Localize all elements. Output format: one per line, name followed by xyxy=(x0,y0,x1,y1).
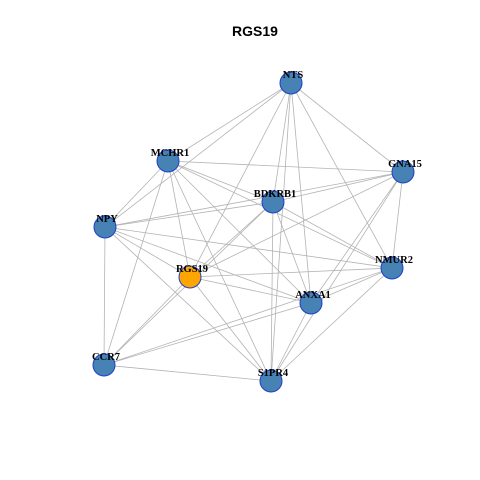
edge-mchr1-bdkrb1 xyxy=(167,160,274,203)
node-label-rgs19: RGS19 xyxy=(176,264,208,275)
node-mchr1 xyxy=(156,149,180,173)
node-npy xyxy=(93,215,117,239)
edge-nts-mchr1 xyxy=(167,82,292,162)
edge-nts-nmur2 xyxy=(290,82,393,269)
edge-mchr1-ccr7 xyxy=(103,160,169,366)
node-label-nmur2: NMUR2 xyxy=(375,255,413,266)
edge-gna15-s1pr4 xyxy=(270,171,404,382)
node-bdkrb1 xyxy=(261,190,285,214)
edge-mchr1-nmur2 xyxy=(167,160,393,269)
edge-npy-rgs19 xyxy=(104,226,191,278)
node-label-s1pr4: S1PR4 xyxy=(258,368,289,379)
edge-npy-ccr7 xyxy=(103,226,106,366)
edge-bdkrb1-nmur2 xyxy=(272,201,393,269)
node-gna15 xyxy=(391,160,415,184)
edge-mchr1-rgs19 xyxy=(167,160,191,278)
edge-gna15-nmur2 xyxy=(391,171,404,269)
edge-gna15-npy xyxy=(104,171,404,228)
edge-anxa1-s1pr4 xyxy=(270,302,312,382)
node-ccr7 xyxy=(92,353,116,377)
node-label-bdkrb1: BDKRB1 xyxy=(254,189,297,200)
edge-bdkrb1-npy xyxy=(104,201,274,228)
edge-mchr1-s1pr4 xyxy=(167,160,272,382)
node-label-gna15: GNA15 xyxy=(388,159,422,170)
edge-rgs19-ccr7 xyxy=(103,276,191,366)
edge-anxa1-ccr7 xyxy=(103,302,312,366)
edge-nmur2-s1pr4 xyxy=(270,267,393,382)
edge-nts-gna15 xyxy=(290,82,404,173)
edge-nts-anxa1 xyxy=(290,82,312,304)
edge-gna15-bdkrb1 xyxy=(272,171,404,203)
node-label-mchr1: MCHR1 xyxy=(151,148,190,159)
edge-rgs19-nmur2 xyxy=(189,267,393,278)
node-s1pr4 xyxy=(259,369,283,393)
node-label-anxa1: ANXA1 xyxy=(295,290,331,301)
edge-mchr1-npy xyxy=(104,160,169,228)
edge-ccr7-s1pr4 xyxy=(103,364,272,382)
edge-rgs19-anxa1 xyxy=(189,276,312,304)
edge-nts-rgs19 xyxy=(189,82,292,278)
edge-bdkrb1-s1pr4 xyxy=(270,201,274,382)
edge-npy-anxa1 xyxy=(104,226,312,304)
edge-nmur2-anxa1 xyxy=(310,267,393,304)
edge-nts-bdkrb1 xyxy=(272,82,292,203)
node-anxa1 xyxy=(299,291,323,315)
node-rgs19 xyxy=(178,265,202,289)
edge-bdkrb1-anxa1 xyxy=(272,201,312,304)
edge-nmur2-ccr7 xyxy=(103,267,393,366)
edge-nts-npy xyxy=(104,82,292,228)
edge-gna15-anxa1 xyxy=(310,171,404,304)
node-nts xyxy=(279,71,303,95)
graph-title: RGS19 xyxy=(232,23,278,39)
edge-mchr1-gna15 xyxy=(167,160,404,173)
node-nmur2 xyxy=(380,256,404,280)
edge-npy-s1pr4 xyxy=(104,226,272,382)
edge-rgs19-s1pr4 xyxy=(189,276,272,382)
node-label-ccr7: CCR7 xyxy=(92,352,120,363)
edge-layer xyxy=(103,82,404,382)
node-layer xyxy=(92,71,415,393)
edge-npy-nmur2 xyxy=(104,226,393,269)
node-label-nts: NTS xyxy=(283,70,304,81)
edge-bdkrb1-rgs19 xyxy=(189,201,274,278)
node-label-npy: NPY xyxy=(96,214,118,225)
edge-gna15-rgs19 xyxy=(189,171,404,278)
